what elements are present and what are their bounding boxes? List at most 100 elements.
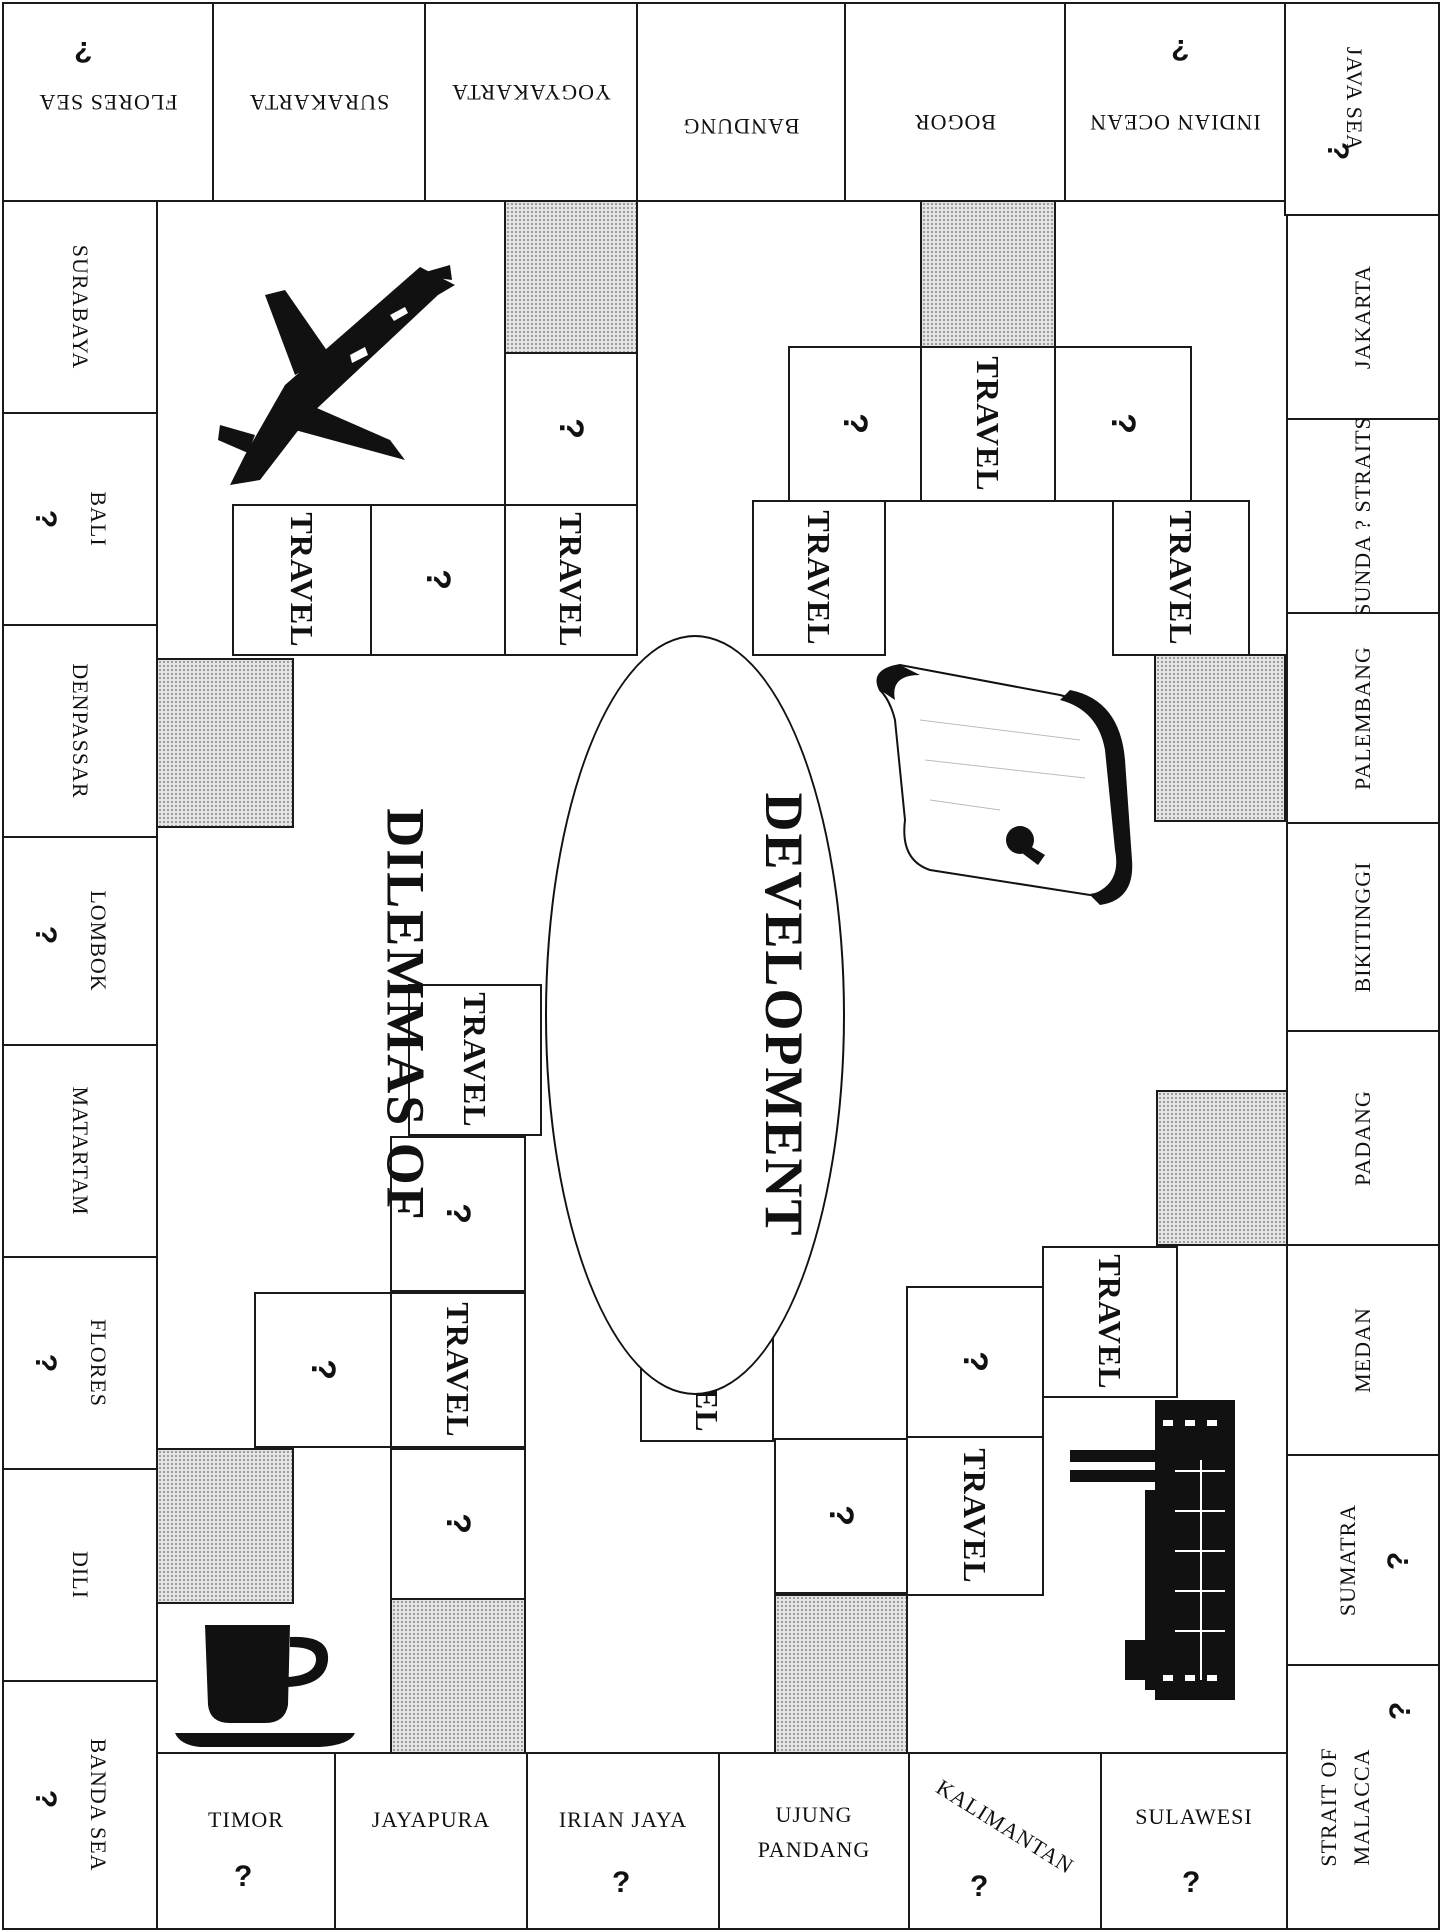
travel-label: TRAVEL [1165, 510, 1197, 645]
travel-space[interactable]: TRAVEL [390, 1292, 526, 1448]
space-label: INDIAN OCEAN [1089, 111, 1260, 133]
question-space[interactable]: ? [504, 352, 638, 506]
shaded-space[interactable] [1156, 1090, 1288, 1246]
space-yogyakarta[interactable]: YOGYAKARTA [424, 2, 638, 202]
question-mark: ? [234, 1860, 252, 1894]
space-label: BOGOR [914, 111, 996, 133]
space-label: STRAIT OF MALACCA [1312, 1707, 1378, 1907]
travel-space[interactable]: TRAVEL [504, 504, 638, 656]
space-bogor[interactable]: BOGOR [844, 2, 1066, 202]
space-banda-sea[interactable]: BANDA SEA ? [2, 1680, 158, 1930]
shaded-space[interactable] [774, 1594, 908, 1754]
shaded-space[interactable] [156, 1448, 294, 1604]
space-sumatra[interactable]: SUMATRA ? [1286, 1454, 1440, 1666]
coffee-cup-icon [170, 1615, 370, 1750]
question-space[interactable]: ? [774, 1438, 908, 1594]
space-java-sea[interactable]: JAVA SEA ? [1284, 2, 1440, 216]
space-label: FLORES SEA [39, 91, 178, 113]
space-label: BALI [87, 491, 109, 546]
travel-space[interactable]: TRAVEL [1042, 1246, 1178, 1398]
space-label: LOMBOK [87, 890, 109, 991]
space-indian-ocean[interactable]: INDIAN OCEAN ? [1064, 2, 1286, 202]
travel-label: TRAVEL [959, 1448, 991, 1583]
travel-space[interactable]: TRAVEL [920, 346, 1056, 502]
travel-label: TRAVEL [972, 356, 1004, 491]
question-mark: ? [28, 1354, 62, 1372]
question-mark: ? [554, 418, 588, 440]
space-medan[interactable]: MEDAN [1286, 1244, 1440, 1456]
space-label: PADANG [1352, 1090, 1374, 1186]
shaded-space[interactable] [504, 200, 638, 354]
shaded-space[interactable] [156, 658, 294, 828]
space-jayapura[interactable]: JAYAPURA [334, 1752, 528, 1930]
space-irian-jaya[interactable]: IRIAN JAYA ? [526, 1752, 720, 1930]
space-jakarta[interactable]: JAKARTA [1286, 214, 1440, 420]
question-mark: ? [824, 1505, 858, 1527]
space-lombok[interactable]: LOMBOK ? [2, 836, 158, 1046]
travel-label: TRAVEL [1094, 1254, 1126, 1389]
question-space[interactable]: ? [906, 1286, 1044, 1438]
travel-space[interactable]: TRAVEL [752, 500, 886, 656]
space-sunda-straits[interactable]: SUNDA ? STRAITS [1286, 418, 1440, 614]
question-mark: ? [421, 569, 455, 591]
question-mark: ? [1382, 1552, 1416, 1570]
space-label: MATARTAM [69, 1086, 91, 1215]
question-mark: ? [28, 1790, 62, 1808]
travel-space[interactable]: TRAVEL [232, 504, 372, 656]
question-mark: ? [1384, 1702, 1418, 1720]
space-label: JAYAPURA [372, 1809, 490, 1831]
question-mark: ? [838, 413, 872, 435]
question-mark: ? [1182, 1866, 1200, 1900]
space-label: UJUNG PANDANG [734, 1797, 894, 1867]
space-palembang[interactable]: PALEMBANG [1286, 612, 1440, 824]
space-bikitinggi[interactable]: BIKITINGGI [1286, 822, 1440, 1032]
airplane-icon [190, 255, 470, 495]
title-line-2: DEVELOPMENT [753, 792, 815, 1237]
space-flores[interactable]: FLORES ? [2, 1256, 158, 1470]
travel-label: TRAVEL [286, 512, 318, 647]
question-space[interactable]: ? [390, 1448, 526, 1600]
question-mark: ? [441, 1513, 475, 1535]
space-sulawesi[interactable]: SULAWESI ? [1100, 1752, 1288, 1930]
question-space[interactable]: ? [1054, 346, 1192, 502]
space-bali[interactable]: BALI ? [2, 412, 158, 626]
space-denpassar[interactable]: DENPASSAR [2, 624, 158, 838]
space-kalimantan[interactable]: KALIMANTAN ? [908, 1752, 1102, 1930]
question-space[interactable]: ? [788, 346, 922, 502]
question-mark: ? [1106, 413, 1140, 435]
space-flores-sea[interactable]: FLORES SEA ? [2, 2, 214, 202]
travel-label: TRAVEL [803, 510, 835, 645]
question-mark: ? [28, 926, 62, 944]
question-mark: ? [306, 1359, 340, 1381]
space-label: KALIMANTAN [932, 1776, 1077, 1878]
shaded-space[interactable] [1154, 654, 1286, 822]
travel-space[interactable]: TRAVEL [1112, 500, 1250, 656]
space-label: SULAWESI [1135, 1806, 1252, 1828]
question-mark: ? [74, 34, 92, 68]
question-mark: ? [1320, 142, 1354, 160]
shaded-space[interactable] [390, 1598, 526, 1754]
travel-space[interactable]: TRAVEL [906, 1436, 1044, 1596]
space-strait-of-malacca[interactable]: STRAIT OF MALACCA ? [1286, 1664, 1440, 1930]
space-label: SUMATRA [1337, 1504, 1359, 1616]
space-matartam[interactable]: MATARTAM [2, 1044, 158, 1258]
space-label: BIKITINGGI [1352, 862, 1374, 993]
question-mark: ? [441, 1203, 475, 1225]
space-timor[interactable]: TIMOR ? [156, 1752, 336, 1930]
space-label: MEDAN [1352, 1307, 1374, 1393]
space-label: BANDA SEA [87, 1738, 109, 1871]
question-space[interactable]: ? [254, 1292, 392, 1448]
shaded-space[interactable] [920, 200, 1056, 348]
space-ujung-pandang[interactable]: UJUNG PANDANG [718, 1752, 910, 1930]
scroll-icon [860, 660, 1140, 920]
question-space[interactable]: ? [370, 504, 506, 656]
space-padang[interactable]: PADANG [1286, 1030, 1440, 1246]
question-mark: ? [958, 1351, 992, 1373]
space-surabaya[interactable]: SURABAYA [2, 200, 158, 414]
space-bandung[interactable]: BANDUNG [636, 2, 846, 202]
question-mark: ? [28, 510, 62, 528]
question-mark: ? [970, 1870, 988, 1904]
space-label: SUNDA ? STRAITS [1352, 416, 1374, 616]
space-surakarta[interactable]: SURAKARTA [212, 2, 426, 202]
space-dili[interactable]: DILI [2, 1468, 158, 1682]
